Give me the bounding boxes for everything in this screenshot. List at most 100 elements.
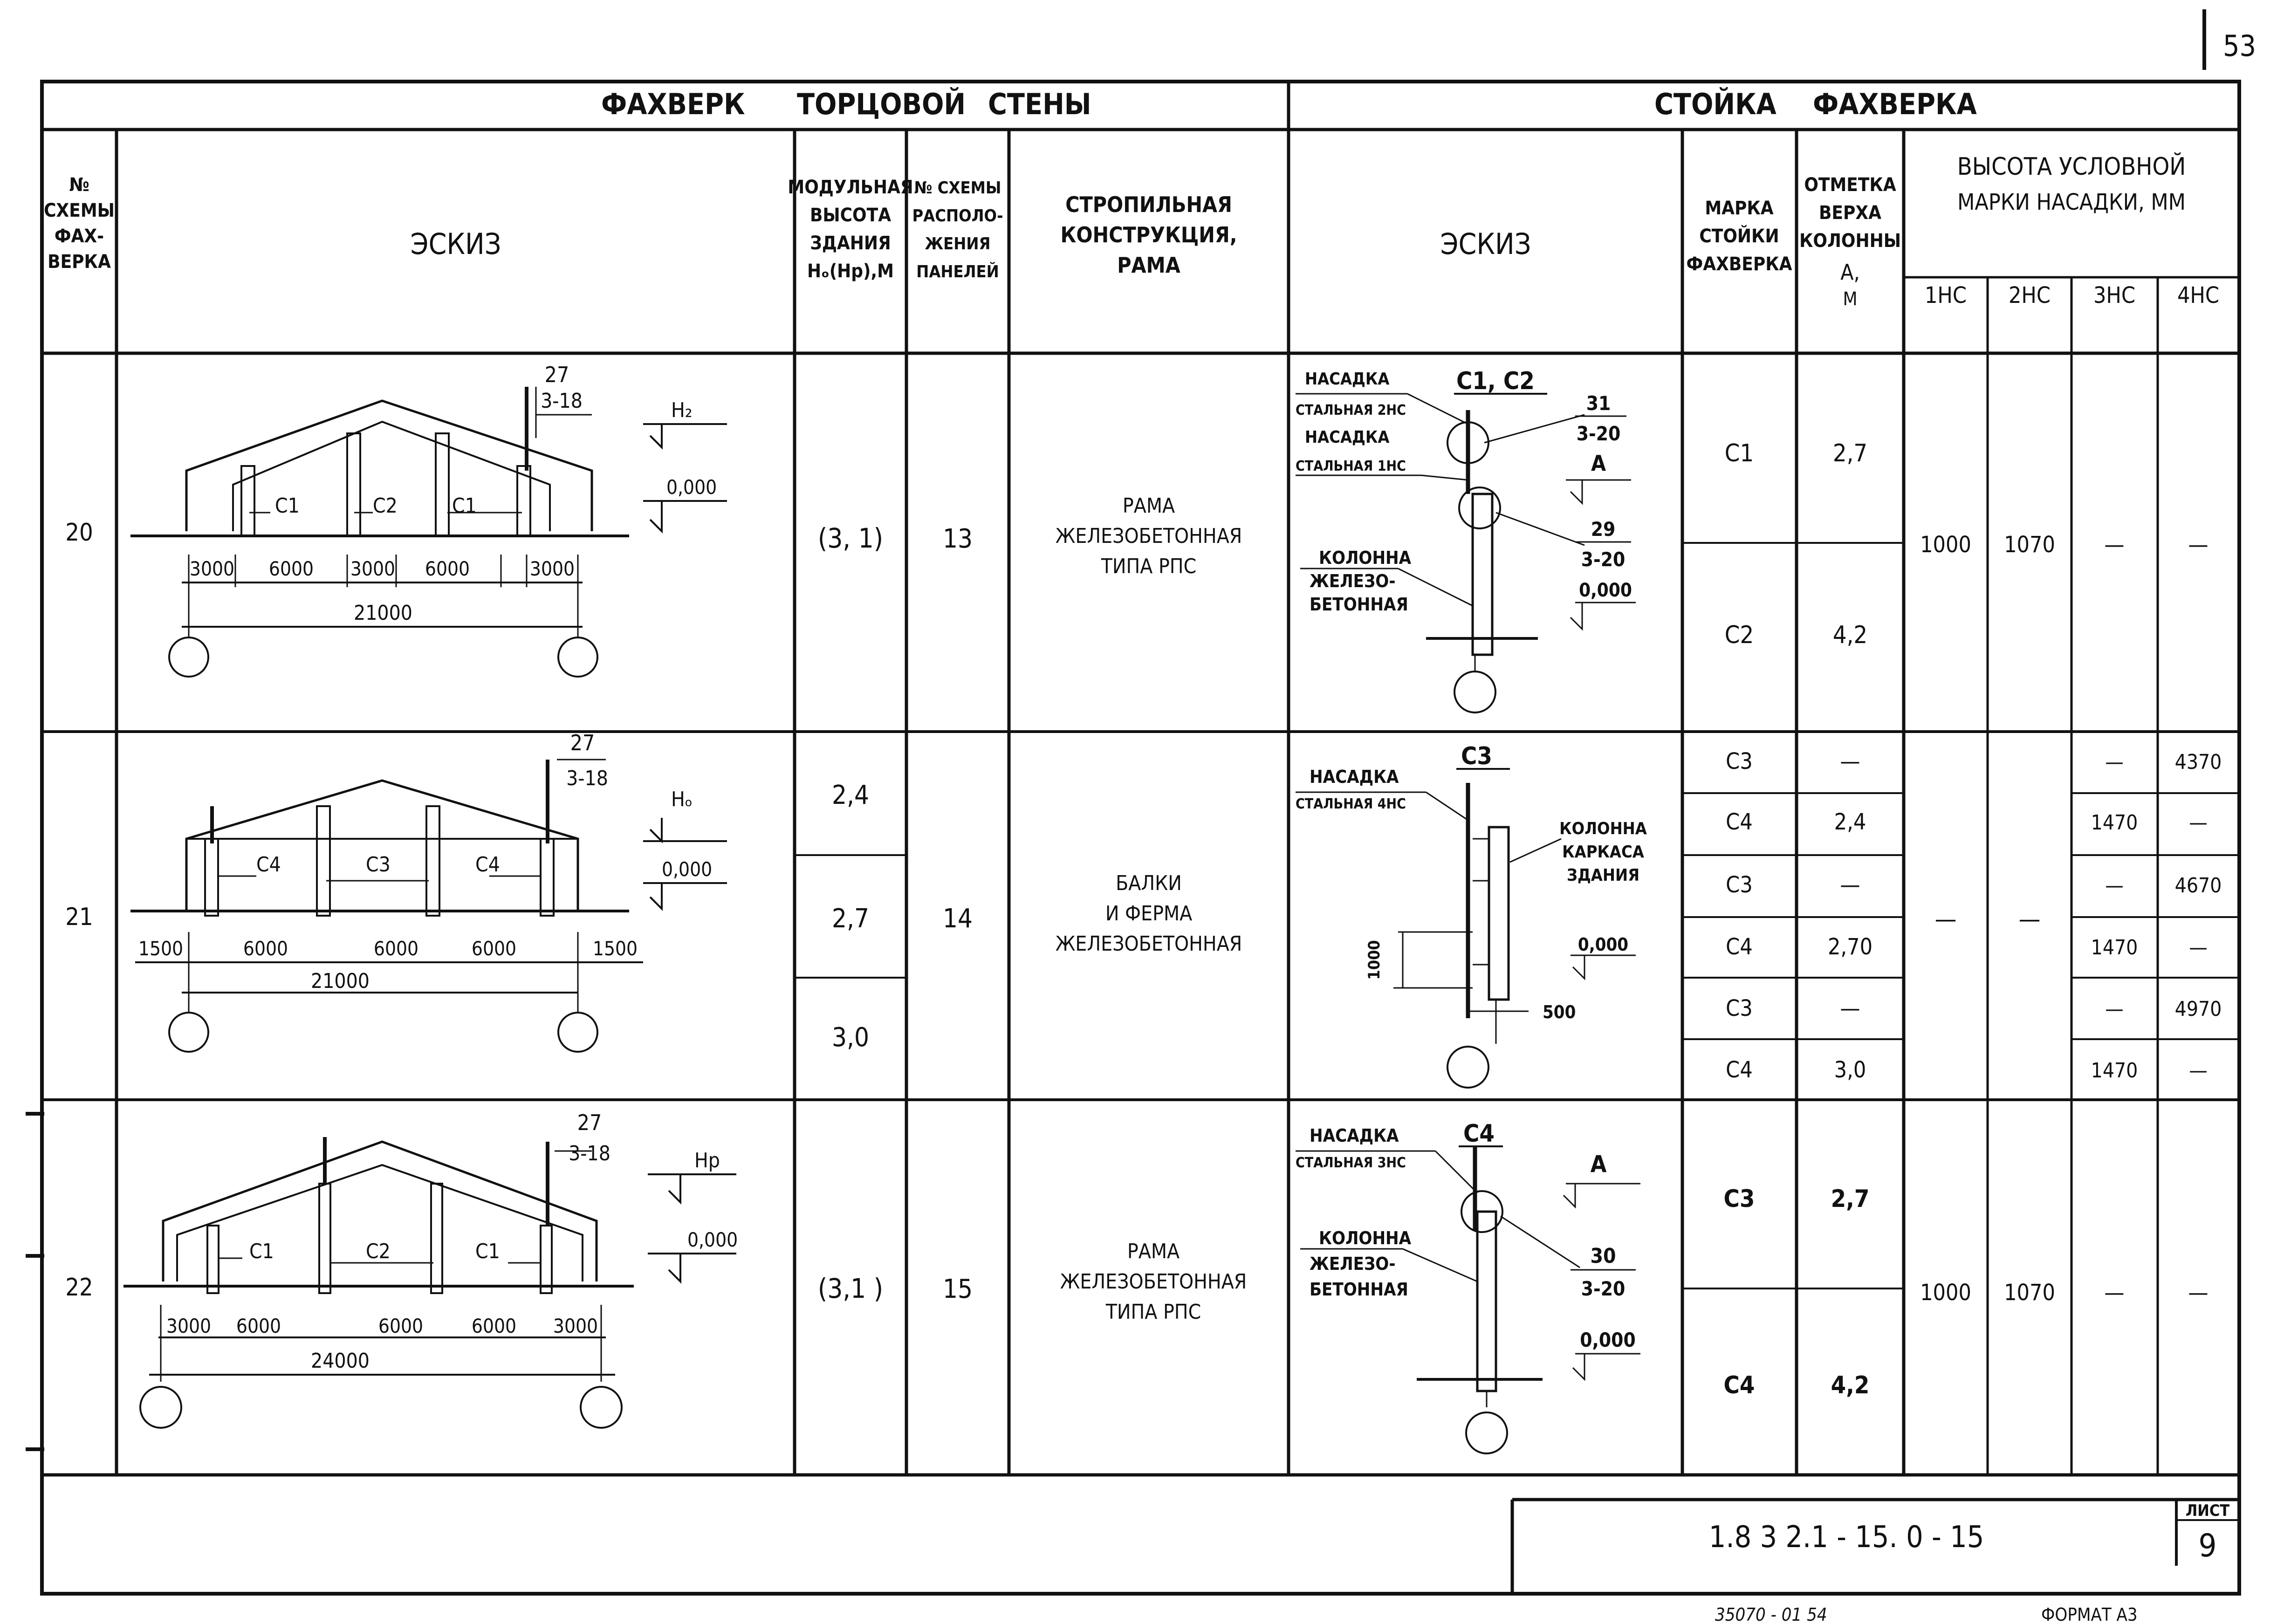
svg-text:2,7: 2,7 — [1833, 439, 1867, 467]
svg-text:1070: 1070 — [2004, 1280, 2055, 1306]
svg-text:6000: 6000 — [236, 1315, 281, 1337]
svg-text:2,7: 2,7 — [1831, 1185, 1870, 1213]
column-headers: № СХЕМЫ ФАХ- ВЕРКА ЭСКИЗ МОДУЛЬНАЯ ВЫСОТ… — [44, 152, 2219, 310]
svg-text:6000: 6000 — [472, 937, 516, 960]
svg-text:С3: С3 — [1726, 748, 1753, 774]
svg-text:А: А — [1591, 1151, 1607, 1178]
svg-text:3,0: 3,0 — [832, 1022, 869, 1053]
format-label: ФОРМАТ А3 — [2041, 1604, 2138, 1624]
svg-text:—: — — [2189, 936, 2208, 959]
svg-text:3-20: 3-20 — [1581, 548, 1626, 571]
svg-text:С4: С4 — [475, 853, 500, 877]
title-left-3: СТЕНЫ — [988, 87, 1091, 121]
svg-text:РАМА: РАМА — [1117, 253, 1180, 278]
svg-text:0,000: 0,000 — [1580, 1329, 1636, 1351]
svg-text:1470: 1470 — [2091, 811, 2138, 835]
svg-text:НАСАДКА: НАСАДКА — [1310, 1125, 1399, 1146]
title-block: 1.8 3 2.1 - 15. 0 - 15 ЛИСТ 9 — [1510, 1498, 2239, 1594]
svg-text:21000: 21000 — [311, 969, 370, 993]
svg-text:1000: 1000 — [1920, 1280, 1971, 1306]
svg-text:М: М — [1843, 288, 1857, 310]
svg-text:С1: С1 — [1725, 439, 1754, 467]
svg-text:ЗДАНИЯ: ЗДАНИЯ — [810, 233, 891, 254]
svg-text:ЖЕНИЯ: ЖЕНИЯ — [925, 234, 991, 254]
svg-text:—: — — [2188, 532, 2208, 558]
svg-text:ВЫСОТА: ВЫСОТА — [810, 205, 891, 226]
column-lines — [115, 82, 2239, 1475]
svg-text:ФАХ-: ФАХ- — [55, 226, 104, 247]
svg-text:—: — — [2189, 1059, 2208, 1083]
svg-text:3НС: 3НС — [2093, 282, 2135, 308]
svg-text:БЕТОННАЯ: БЕТОННАЯ — [1310, 594, 1408, 615]
svg-text:КОЛОННА: КОЛОННА — [1319, 548, 1412, 568]
margin-marks — [26, 1112, 44, 1451]
svg-text:С3: С3 — [1724, 1185, 1755, 1213]
svg-text:4970: 4970 — [2175, 997, 2222, 1021]
svg-text:3000: 3000 — [350, 557, 395, 580]
svg-text:ЖЕЛЕЗОБЕТОННАЯ: ЖЕЛЕЗОБЕТОННАЯ — [1060, 1270, 1247, 1294]
svg-text:БАЛКИ: БАЛКИ — [1116, 871, 1182, 895]
svg-text:3-18: 3-18 — [566, 767, 608, 790]
svg-text:2,7: 2,7 — [832, 904, 869, 934]
svg-text:3-20: 3-20 — [1577, 422, 1621, 445]
svg-text:1500: 1500 — [593, 937, 638, 960]
sheet-number: 9 — [2199, 1528, 2217, 1564]
svg-text:31: 31 — [1586, 392, 1611, 415]
svg-text:КОЛОННА: КОЛОННА — [1319, 1228, 1412, 1248]
svg-text:27: 27 — [577, 1110, 602, 1135]
svg-text:—: — — [1840, 995, 1860, 1021]
svg-text:3000: 3000 — [553, 1315, 598, 1337]
svg-text:6000: 6000 — [472, 1315, 516, 1337]
svg-text:РАМА: РАМА — [1127, 1240, 1180, 1263]
sheet-frame — [40, 80, 2241, 1596]
svg-text:—: — — [2189, 811, 2208, 835]
svg-text:3-18: 3-18 — [541, 389, 583, 413]
svg-text:С1, С2: С1, С2 — [1456, 367, 1535, 395]
svg-text:ЖЕЛЕЗО-: ЖЕЛЕЗО- — [1310, 1254, 1396, 1274]
svg-text:4670: 4670 — [2175, 874, 2222, 898]
svg-text:БЕТОННАЯ: БЕТОННАЯ — [1310, 1279, 1408, 1300]
page-number: 53 — [2223, 29, 2256, 63]
svg-text:—: — — [1840, 748, 1860, 774]
svg-text:С4: С4 — [1726, 809, 1753, 835]
svg-text:РАСПОЛО-: РАСПОЛО- — [912, 206, 1003, 226]
svg-text:СХЕМЫ: СХЕМЫ — [44, 200, 115, 221]
svg-text:А,: А, — [1840, 260, 1859, 285]
svg-text:КОНСТРУКЦИЯ,: КОНСТРУКЦИЯ, — [1061, 222, 1237, 247]
svg-text:2НС: 2НС — [2009, 282, 2051, 308]
row-20: 20 (3, 1) 13 РАМА ЖЕЛЕЗОБЕТОННАЯ ТИПА РП… — [65, 362, 2209, 713]
svg-text:14: 14 — [943, 904, 973, 934]
svg-text:—: — — [2105, 874, 2124, 898]
svg-text:—: — — [2019, 905, 2041, 933]
row-21: 21 2,4 2,7 3,0 14 БАЛКИ И ФЕРМА ЖЕЛЕЗОБЕ… — [65, 730, 2222, 1089]
svg-text:0,000: 0,000 — [662, 858, 712, 881]
svg-text:ФАХВЕРКА: ФАХВЕРКА — [1687, 254, 1792, 275]
row-lines — [42, 542, 2239, 1477]
panel-scheme: 13 — [943, 524, 973, 554]
scheme-number: 21 — [65, 903, 93, 931]
svg-text:0,000: 0,000 — [687, 1228, 738, 1251]
building-height: (3, 1) — [818, 522, 883, 554]
svg-text:6000: 6000 — [269, 557, 314, 580]
scheme-number: 20 — [65, 519, 93, 547]
svg-text:ЖЕЛЕЗО-: ЖЕЛЕЗО- — [1310, 571, 1396, 591]
svg-text:И ФЕРМА: И ФЕРМА — [1105, 902, 1192, 925]
svg-text:НАСАДКА: НАСАДКА — [1305, 370, 1389, 389]
svg-text:24000: 24000 — [311, 1349, 370, 1373]
svg-text:1470: 1470 — [2091, 936, 2138, 959]
svg-text:№ СХЕМЫ: № СХЕМЫ — [914, 178, 1001, 198]
svg-text:СТАЛЬНАЯ 4НС: СТАЛЬНАЯ 4НС — [1296, 796, 1406, 812]
frame-sketch-22: С1 С2 С1 3000 6000 6000 6000 3000 24000 … — [123, 1110, 738, 1429]
post-sketch-22: С4 НАСАДКА СТАЛЬНАЯ 3НС А 30 3-20 0,000 … — [1296, 1120, 1640, 1454]
svg-text:ТИПА РПС: ТИПА РПС — [1105, 1300, 1201, 1324]
svg-text:С2: С2 — [373, 494, 398, 518]
svg-text:Hр: Hр — [694, 1149, 720, 1172]
svg-text:ТИПА РПС: ТИПА РПС — [1101, 555, 1197, 578]
svg-text:3-20: 3-20 — [1581, 1277, 1626, 1300]
svg-text:4НС: 4НС — [2177, 282, 2219, 308]
svg-text:С2: С2 — [1725, 621, 1754, 649]
svg-text:6000: 6000 — [425, 557, 470, 580]
svg-text:6000: 6000 — [243, 937, 288, 960]
svg-text:МОДУЛЬНАЯ: МОДУЛЬНАЯ — [788, 177, 913, 198]
